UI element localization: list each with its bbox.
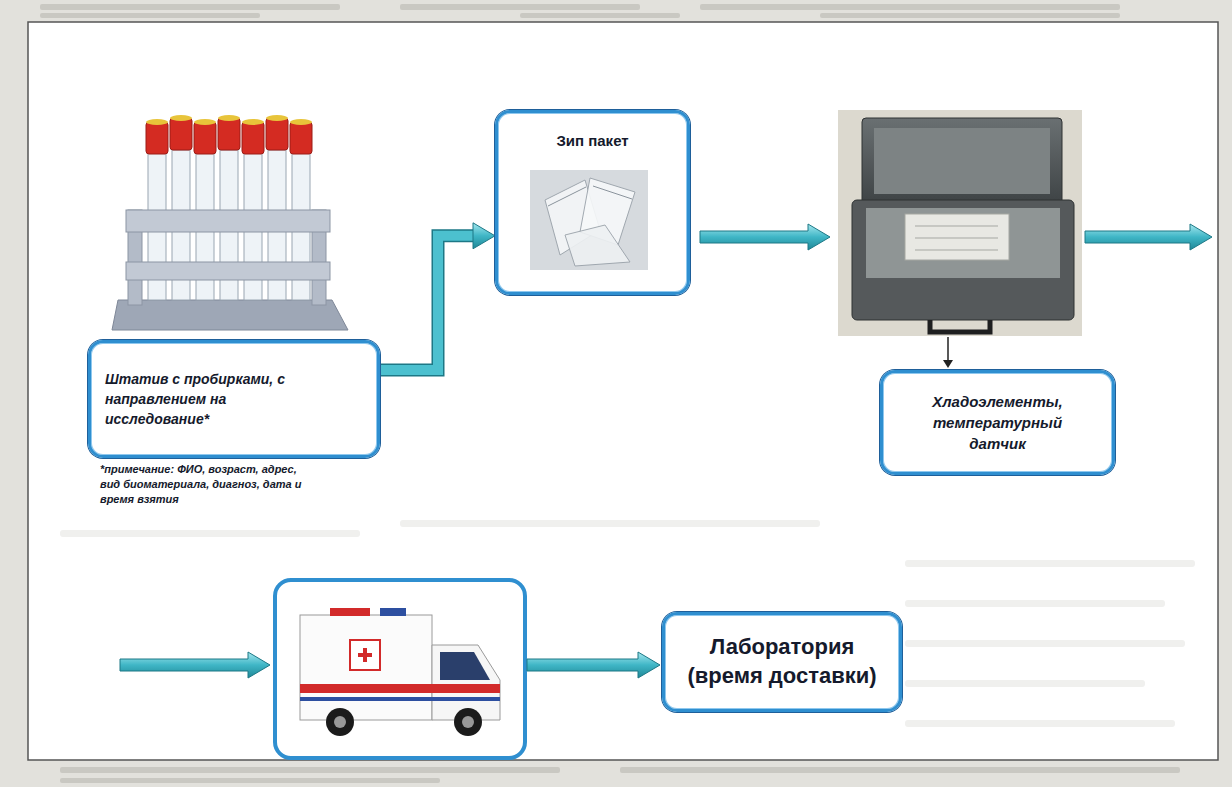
ambulance-box — [275, 580, 525, 758]
process-box: Штатив с пробирками, с направлением на и… — [88, 340, 380, 458]
flow-arrow — [380, 223, 495, 370]
box-text: Штатив с пробирками, с направлением на и… — [105, 369, 290, 430]
process-box: Зип пакет — [495, 110, 690, 295]
panel-frame — [28, 22, 1218, 760]
thermo-container-photo — [838, 110, 1082, 336]
box-text: Зип пакет — [556, 131, 628, 151]
box-text: Лаборатория (время доставки) — [677, 633, 887, 690]
ambulance-photo — [300, 608, 500, 736]
process-box: Лаборатория (время доставки) — [662, 612, 902, 712]
footnote: *примечание: ФИО, возраст, адрес, вид би… — [100, 462, 310, 507]
box-text: Хладоэлементы, температурный датчик — [925, 391, 1070, 454]
print-bleed — [60, 520, 1195, 727]
pointer-arrow — [943, 337, 953, 368]
process-box: Хладоэлементы, температурный датчик — [880, 370, 1115, 475]
tube-rack-photo — [112, 115, 348, 330]
zip-bag-photo — [530, 170, 648, 270]
